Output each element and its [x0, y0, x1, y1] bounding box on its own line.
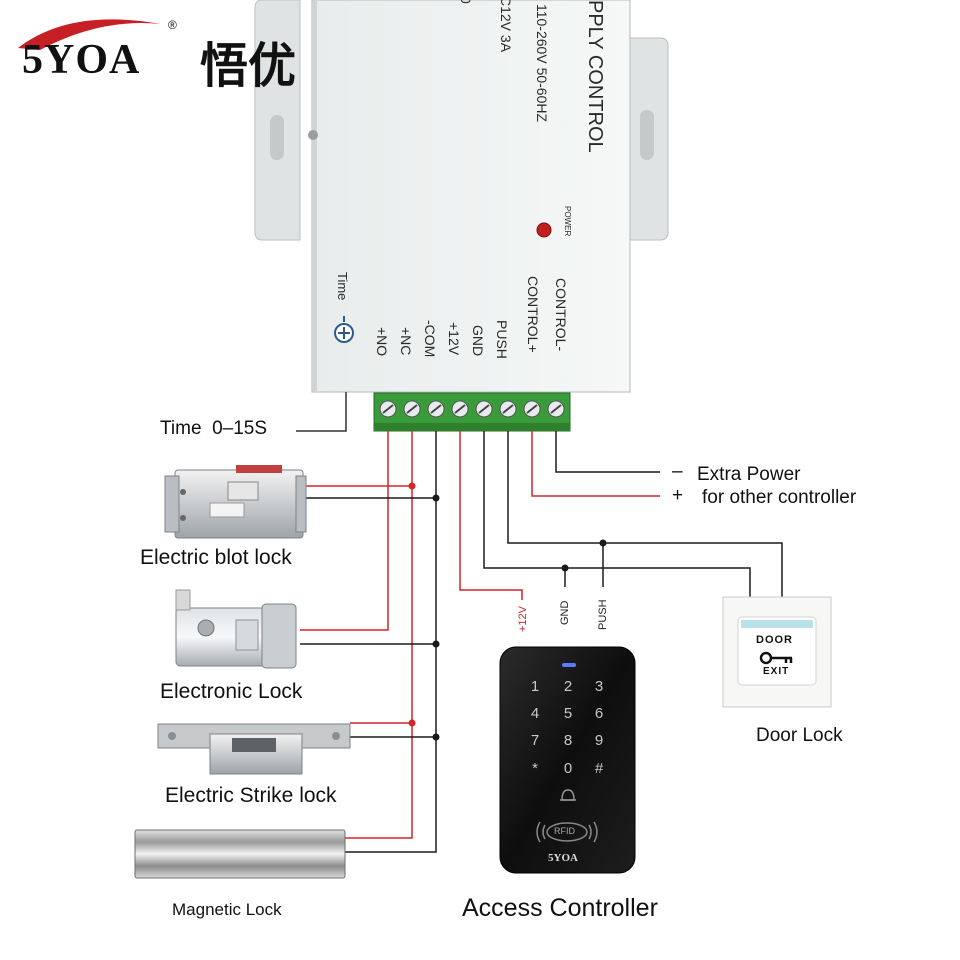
keypad-key[interactable]: 6 [594, 705, 604, 722]
terminal-screw-slot [526, 404, 538, 414]
keypad-key[interactable]: 1 [530, 678, 540, 695]
rfid-icon [536, 821, 598, 843]
exit-button-door-text: DOOR [756, 634, 793, 646]
time-pointer-line [296, 392, 347, 432]
wire-no [300, 431, 389, 631]
terminal-label-nc: +NC [398, 327, 414, 356]
keypad-key[interactable]: 3 [594, 678, 604, 695]
rfid-label: RFID [554, 826, 575, 836]
knob-pointer [343, 316, 345, 322]
keypad-key[interactable]: 0 [563, 760, 573, 777]
time-adjust-knob[interactable] [334, 323, 354, 343]
wire-12v [459, 431, 523, 600]
access-keypad [499, 646, 636, 874]
supply-header-line-0: 0 [458, 0, 474, 4]
extra-power-minus: – [672, 461, 683, 482]
brand-registered-mark: ® [168, 18, 177, 32]
time-knob-label: Time [335, 272, 350, 301]
supply-header-line-2: 110-260V 50-60HZ [534, 4, 550, 123]
supply-header-line-1: C12V 3A [498, 0, 514, 53]
keypad-brand: 5YOA [548, 852, 578, 864]
extra-power-sublabel: for other controller [702, 487, 857, 508]
keypad-key[interactable]: 9 [594, 732, 604, 749]
terminal-label-gnd: GND [470, 325, 486, 357]
keypad-key[interactable]: 7 [530, 732, 540, 749]
wire-gnd [483, 431, 751, 597]
lock-caption-electronic: Electronic Lock [160, 680, 303, 703]
exit-button-caption: Door Lock [756, 725, 843, 746]
time-range-label: Time 0–15S [160, 418, 268, 439]
wire-push [507, 431, 783, 597]
brand-chinese-name: 悟优 [200, 38, 297, 94]
keypad-key[interactable]: * [532, 760, 538, 777]
exit-button-exit-text: EXIT [763, 666, 790, 677]
keypad-key[interactable]: 5 [563, 705, 573, 722]
bell-icon [560, 789, 576, 801]
electric-strike-lock [157, 723, 351, 775]
supply-header-line-3: PPLY CONTROL [584, 0, 606, 153]
extra-power-label: Extra Power [697, 464, 801, 485]
terminal-label-no: +NO [374, 327, 390, 357]
terminal-screw-slot [550, 404, 562, 414]
key-icon [759, 651, 793, 665]
wire-nc [345, 431, 413, 839]
brand-logo-swoosh [18, 19, 160, 50]
keypad-key[interactable]: # [594, 760, 604, 777]
lock-caption-magnetic: Magnetic Lock [172, 900, 282, 919]
terminal-screw-slot [382, 404, 394, 414]
wire-label-push: PUSH [597, 599, 609, 630]
terminal-screw-slot [430, 404, 442, 414]
wire-control-plus [531, 431, 660, 497]
terminal-label-12v: +12V [446, 322, 462, 356]
terminal-screw-slot [406, 404, 418, 414]
power-led [536, 222, 552, 238]
power-supply-bracket-left [254, 0, 301, 241]
terminal-label-control-plus: CONTROL+ [525, 276, 541, 353]
electric-bolt-lock [164, 465, 307, 539]
keypad-key[interactable]: 2 [563, 678, 573, 695]
keypad-caption: Access Controller [462, 894, 658, 922]
terminal-label-control-minus: CONTROL- [553, 278, 569, 352]
terminal-screws [379, 400, 565, 418]
brand-name: 5YOA [22, 37, 141, 83]
wire-junctions [408, 482, 607, 741]
exit-button [722, 596, 832, 708]
power-led-label: POWER [563, 206, 572, 237]
lock-caption-strike: Electric Strike lock [165, 784, 337, 807]
terminal-label-push: PUSH [494, 320, 510, 359]
keypad-key[interactable]: 4 [530, 705, 540, 722]
wire-control-minus [555, 431, 660, 473]
power-supply-bracket-right [627, 37, 669, 241]
keypad-key[interactable]: 8 [563, 732, 573, 749]
terminal-screw-slot [478, 404, 490, 414]
terminal-block [373, 392, 571, 432]
magnetic-lock [134, 829, 346, 879]
electronic-lock [175, 589, 297, 669]
terminal-label-com: -COM [422, 320, 438, 358]
terminal-screw-slot [502, 404, 514, 414]
wire-com [345, 431, 437, 853]
terminal-screw-slot [454, 404, 466, 414]
wire-label-gnd: GND [559, 600, 571, 625]
lock-caption-bolt: Electric blot lock [140, 546, 292, 569]
extra-power-plus: + [672, 485, 684, 506]
power-supply-unit [308, 0, 631, 393]
wire-label-12v: +12V [517, 606, 529, 632]
